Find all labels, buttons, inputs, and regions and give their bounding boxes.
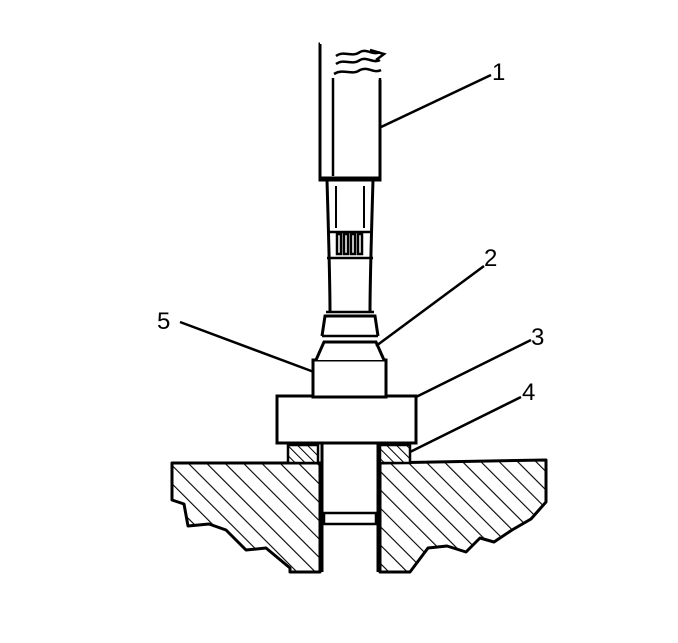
- handle-break: [333, 49, 382, 76]
- callout-1: 1: [492, 59, 505, 86]
- leader-5: [179, 320, 315, 374]
- seal-left: [286, 443, 320, 465]
- callout-2: 2: [484, 245, 497, 272]
- bore-step: [322, 511, 378, 526]
- base-fixture-left: [170, 461, 322, 574]
- seal-right: [378, 443, 412, 465]
- handle-shaft: [325, 179, 375, 313]
- knurled-ring: [327, 230, 373, 260]
- base-fixture-right: [378, 458, 548, 574]
- leader-4: [409, 395, 522, 454]
- callout-3: 3: [531, 324, 544, 351]
- callout-4: 4: [522, 379, 535, 406]
- callout-5: 5: [157, 308, 170, 335]
- leader-3: [415, 338, 532, 399]
- driver-collar: [275, 394, 418, 445]
- driver-taper: [314, 340, 386, 361]
- leader-2: [375, 264, 485, 348]
- leader-1: [378, 73, 492, 130]
- driver-body: [311, 358, 388, 399]
